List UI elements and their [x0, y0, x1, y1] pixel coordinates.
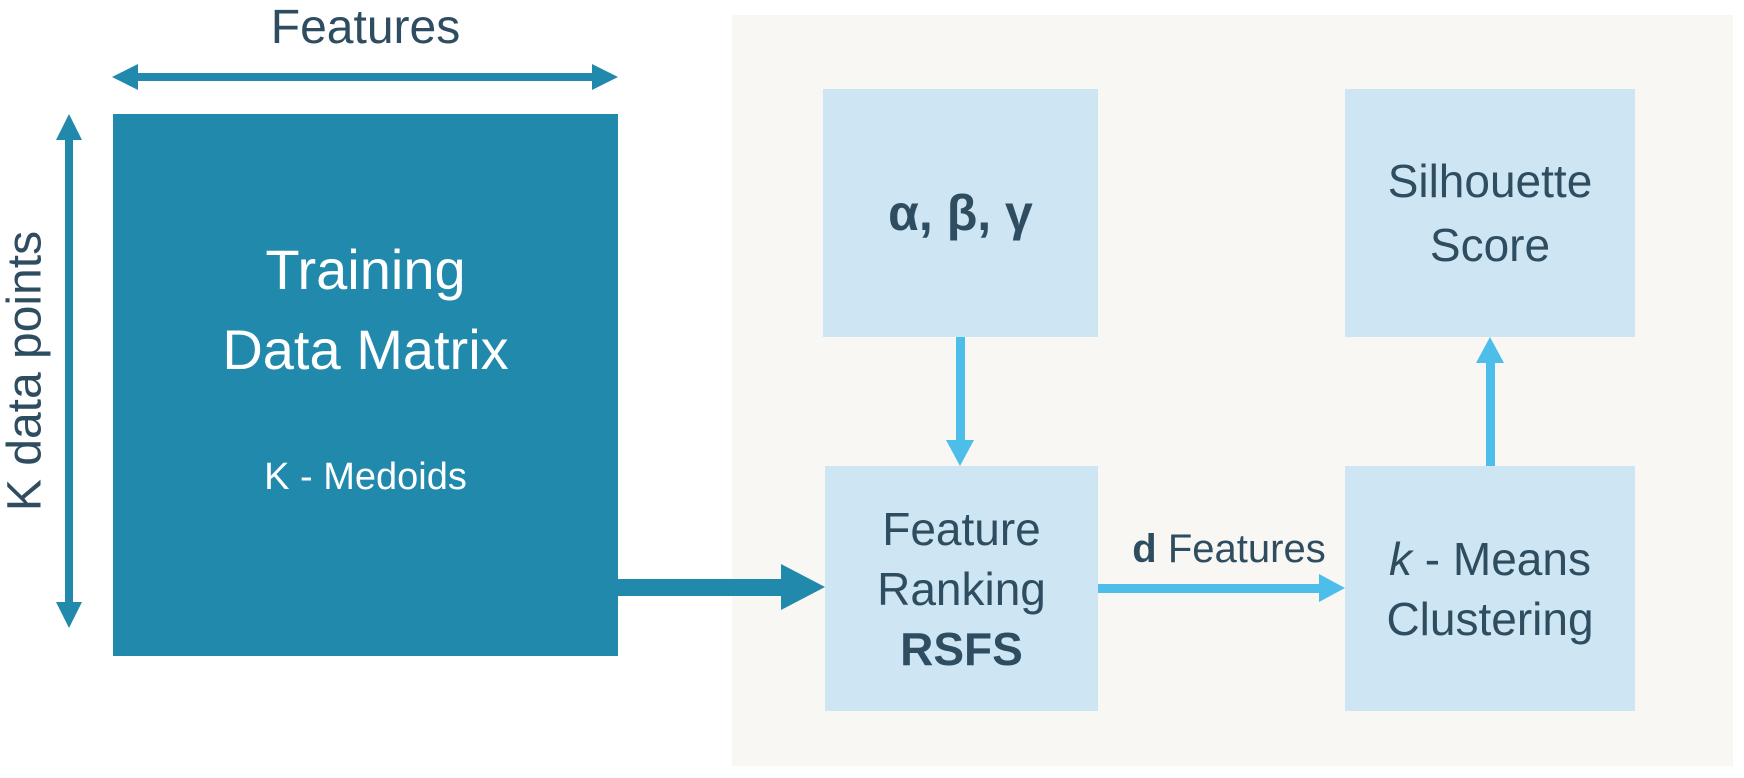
datapoints-axis-label: K data points — [0, 230, 52, 512]
kmeans-line1-rest: - Means — [1412, 532, 1591, 585]
matrix-title: Training Data Matrix — [113, 230, 618, 390]
silhouette-line2: Score — [1429, 219, 1551, 271]
arrow-up-head — [56, 114, 82, 140]
silhouette-box: Silhouette Score — [1345, 89, 1635, 337]
matrix-to-ranking-arrow — [618, 564, 825, 610]
arrow-right-head — [1319, 574, 1345, 602]
d-features-bold: d — [1132, 527, 1157, 571]
matrix-title-line2: Data Matrix — [222, 318, 509, 381]
feature-ranking-box: Feature Ranking RSFS — [825, 466, 1098, 711]
d-features-label: d Features — [1098, 527, 1360, 572]
matrix-title-line1: Training — [265, 238, 466, 301]
matrix-subtitle: K - Medoids — [264, 456, 467, 498]
kmeans-line2: Clustering — [1386, 592, 1594, 645]
arrow-right-head — [781, 564, 825, 610]
arrow-down-head — [946, 440, 974, 466]
arrow-shaft — [1485, 363, 1495, 466]
datapoints-extent-arrow — [56, 114, 82, 628]
ranking-to-kmeans-arrow — [1098, 574, 1345, 602]
arrow-shaft — [618, 578, 781, 596]
silhouette-line1: Silhouette — [1387, 155, 1593, 207]
arrow-up-head — [1476, 337, 1504, 363]
arrow-right-head — [592, 64, 618, 90]
arrow-shaft — [138, 73, 592, 81]
arrow-left-head — [112, 64, 138, 90]
features-extent-arrow — [112, 64, 618, 90]
kmeans-box: k - Means Clustering — [1345, 466, 1635, 711]
kmeans-to-silhouette-arrow — [1476, 337, 1504, 466]
feature-ranking-line2: Ranking — [877, 562, 1046, 615]
kmeans-k-italic: k — [1389, 532, 1413, 585]
params-to-ranking-arrow — [946, 337, 974, 466]
kmeans-line1: k - Means — [1389, 529, 1591, 589]
arrow-shaft — [1098, 583, 1319, 593]
feature-ranking-line3: RSFS — [900, 622, 1023, 675]
training-data-matrix-box: Training Data Matrix K - Medoids — [113, 114, 618, 656]
d-features-rest: Features — [1156, 527, 1326, 571]
arrow-down-head — [56, 602, 82, 628]
feature-ranking-line1: Feature — [882, 502, 1041, 555]
arrow-shaft — [955, 337, 965, 440]
features-axis-label: Features — [270, 1, 461, 54]
arrow-shaft — [65, 140, 73, 602]
parameters-box: α, β, γ — [823, 89, 1098, 337]
